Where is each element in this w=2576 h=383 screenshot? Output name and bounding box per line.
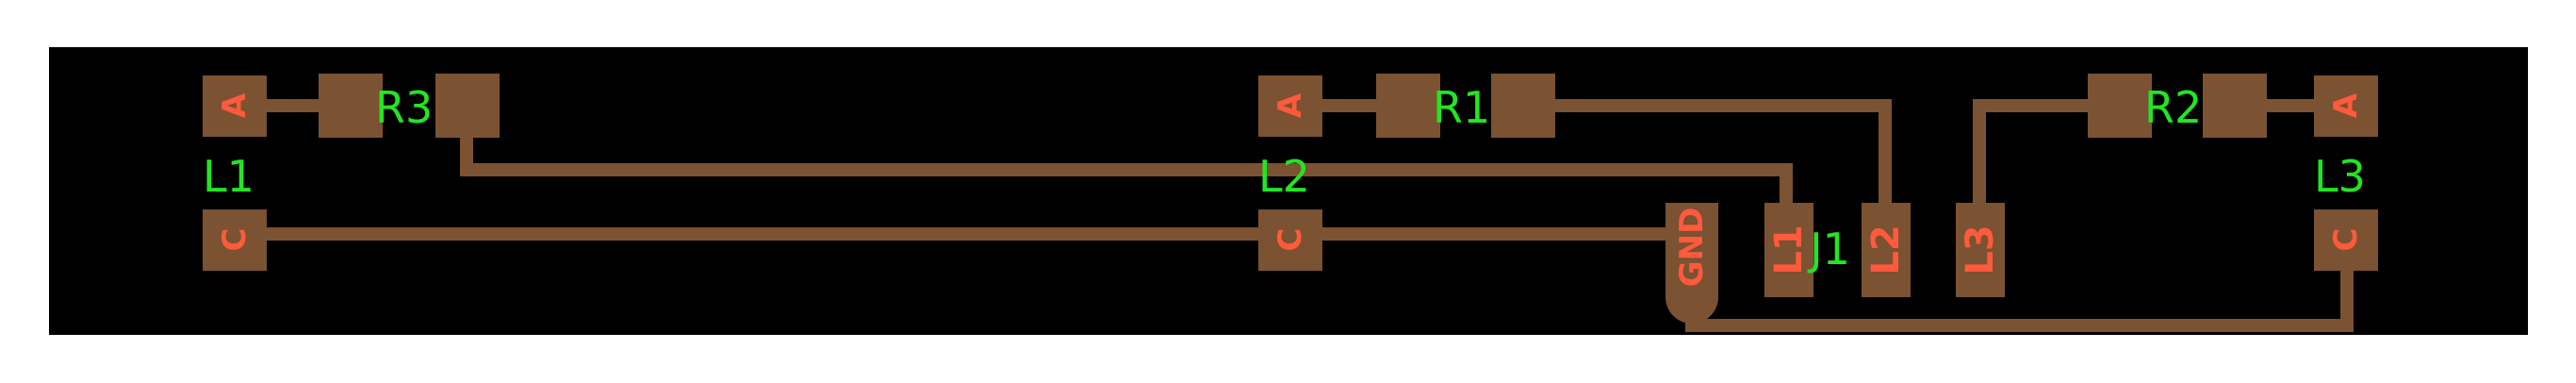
pad-r1-1 [1376,74,1440,138]
pad-r1-2 [1491,74,1555,138]
trace-j1-l3-r2 [1973,99,2107,212]
pad-label-j1-l3: L3 [1959,225,2002,275]
designator-r3: R3 [375,82,433,133]
pad-labels: A C A C A C GND L1 L2 L3 [216,92,2365,287]
pad-r3-1 [319,74,383,138]
pad-l1-cathode [203,209,267,271]
pad-label-j1-gnd: GND [1673,208,1711,288]
pad-j1-gnd [1665,203,1718,324]
pad-label-j1-l2: L2 [1864,225,1908,275]
designator-j1: J1 [1807,224,1850,275]
designator-l1: L1 [203,151,254,202]
designator-r2: R2 [2144,82,2202,133]
pad-l2-cathode [1258,209,1322,271]
pad-label-j1-l1: L1 [1767,225,1811,275]
pad-r2-2 [2203,74,2267,138]
pad-label-l2-cathode: C [1272,228,1309,252]
trace-r1-j1-l2 [1522,99,1892,212]
pad-l3-cathode [2314,209,2378,271]
designator-l2: L2 [1258,151,1310,202]
pad-label-l1-anode: A [216,92,254,118]
pad-label-l3-cathode: C [2327,228,2365,252]
pad-label-l2-anode: A [1272,92,1309,118]
pad-r2-1 [2088,74,2152,138]
designator-l3: L3 [2314,151,2366,202]
pad-l3-anode [2314,75,2378,137]
pad-label-l3-anode: A [2327,92,2365,118]
pads [203,74,2378,324]
pad-l2-anode [1258,75,1322,137]
pad-j1-l1 [1764,203,1813,297]
silkscreen-labels: R3 R1 R2 L1 L2 L3 J1 [203,82,2366,275]
designator-r1: R1 [1433,82,1490,133]
pad-l1-anode [203,75,267,137]
pad-r3-2 [435,74,500,138]
pad-j1-l3 [1956,203,2005,297]
pad-label-l1-cathode: C [216,228,254,252]
pad-j1-l2 [1862,203,1911,297]
